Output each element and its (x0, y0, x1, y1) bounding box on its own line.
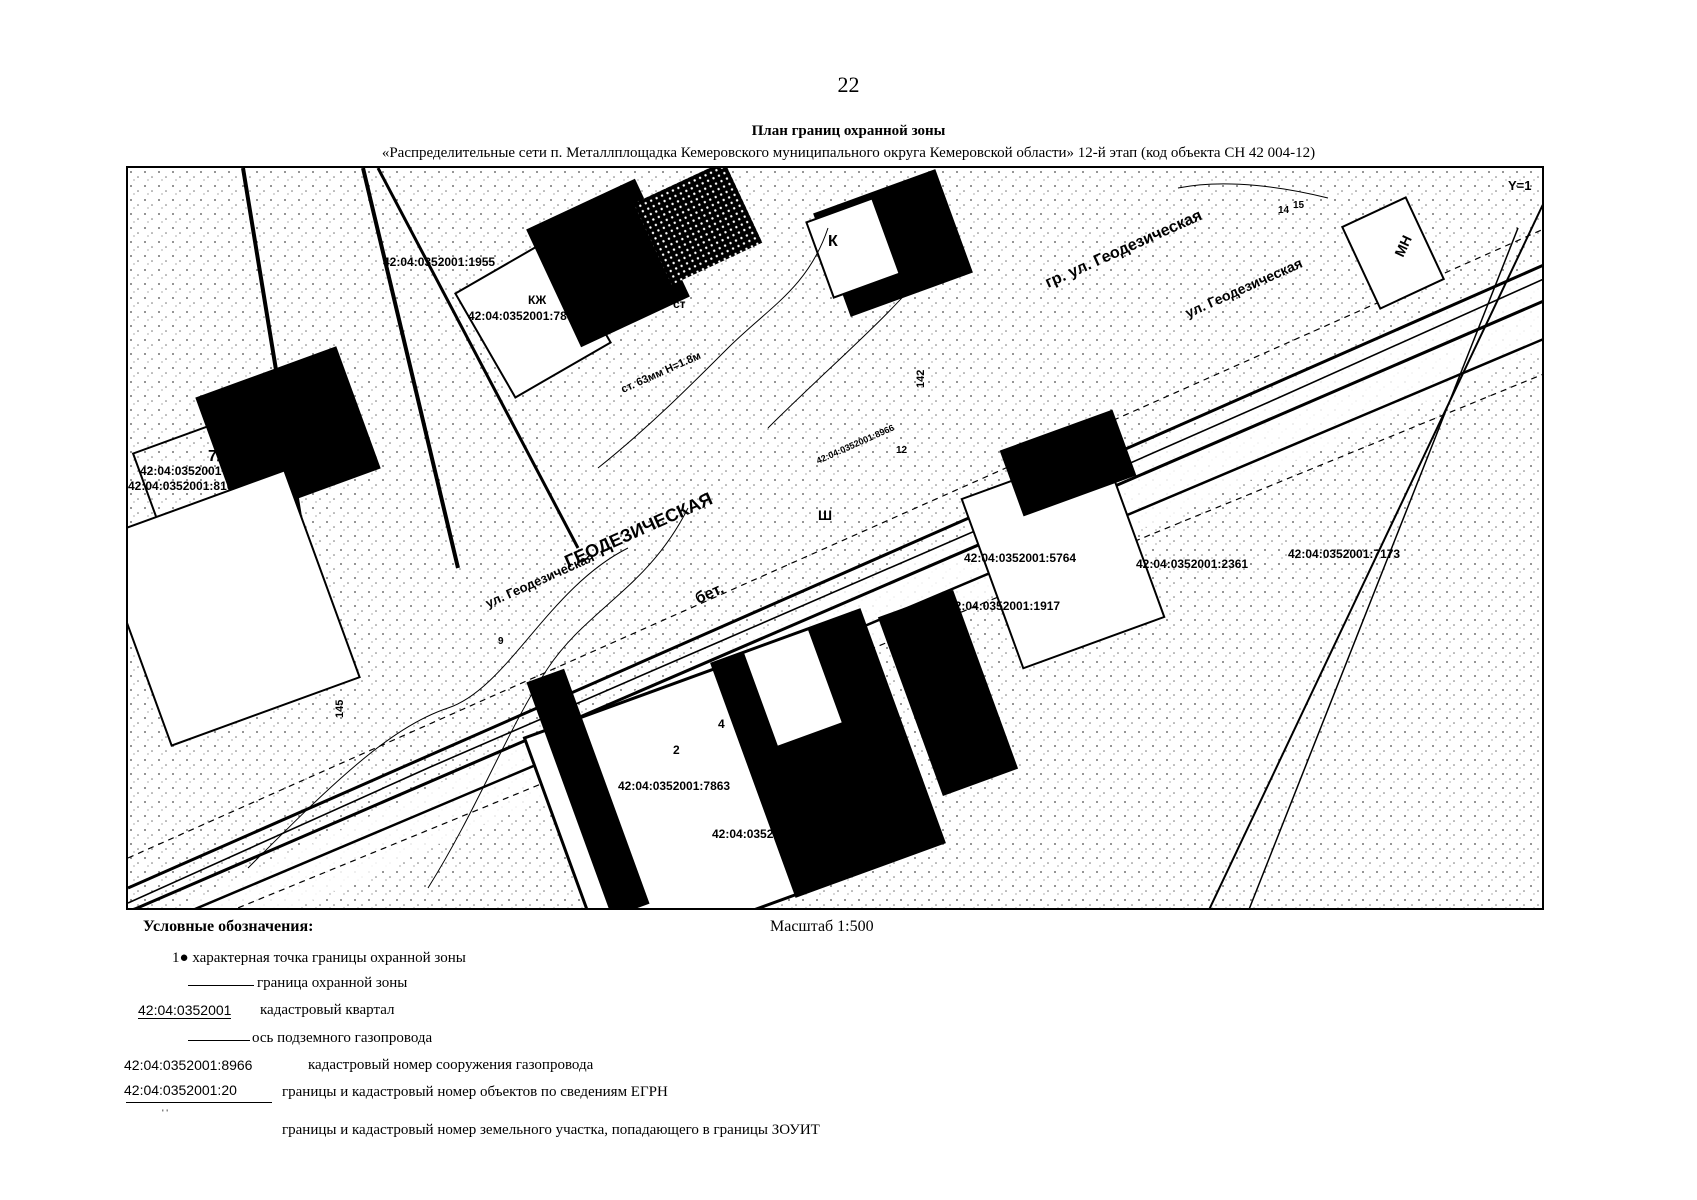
legend-text: кадастровый квартал (260, 1002, 395, 1018)
legend-item-land-plot: границы и кадастровый номер земельного у… (282, 1122, 820, 1139)
plan-subtitle: «Распределительные сети п. Металлплощадк… (381, 145, 1316, 161)
boundary-point-icon: ● (179, 950, 189, 966)
cadastral-label: 42:04:0352001:7869 (468, 309, 580, 323)
cadastral-label: 42:04:0352001:1955 (383, 255, 495, 269)
cadastral-label: 42:04:0352001:5764 (964, 551, 1076, 565)
cadastral-label: 42:04:0352001:7863 (618, 779, 730, 793)
cadastral-label: 42:04:0352001:7173 (1288, 547, 1400, 561)
building-label: К (828, 233, 838, 250)
legend-text: границы и кадастровый номер объектов по … (282, 1084, 668, 1100)
point-label: 15 (1293, 200, 1305, 211)
cadastral-label: 42:04:0352001:2361 (1136, 557, 1248, 571)
land-plot-boundary-icon: ' ' (162, 1108, 168, 1118)
legend-item-egrn-object: границы и кадастровый номер объектов по … (282, 1084, 668, 1101)
building-label: 4 (718, 717, 725, 731)
legend-item-boundary-point: 1● характерная точка границы охранной зо… (172, 950, 466, 967)
legend-title: Условные обозначения: (143, 918, 314, 935)
legend-item-zone-boundary: граница охранной зоны (257, 975, 407, 992)
cadastral-label: 42:04:0352001 (140, 464, 222, 478)
building-label: 7/1 (208, 448, 230, 465)
page-number: 22 (837, 72, 860, 97)
legend-symbol-point-number: 1 (172, 950, 180, 966)
legend-symbol-egrn-object: 42:04:0352001:20 (124, 1082, 237, 1098)
plan-title: План границ охранной зоны (751, 123, 946, 139)
legend-symbol-pipeline-number: 42:04:0352001:8966 (124, 1057, 253, 1073)
legend-item-pipeline-number: кадастровый номер сооружения газопровода (308, 1057, 593, 1074)
cadastral-label: 42:04:0352001:1915 (712, 827, 824, 841)
legend-text: границы и кадастровый номер земельного у… (282, 1122, 820, 1138)
legend-text: ось подземного газопровода (252, 1030, 433, 1046)
legend-symbol-cadastral-quarter: 42:04:0352001 (138, 1002, 232, 1019)
buildings (128, 168, 1446, 908)
cadastral-label: 42:04:0352001:1917 (948, 599, 1060, 613)
building-label: КЖ (788, 663, 810, 679)
cadastral-label: 42:04:0352001:810 (128, 479, 234, 493)
building-label: Ш (818, 507, 832, 523)
grid-mark: 145 (334, 700, 346, 718)
legend-text: характерная точка границы охранной зоны (192, 950, 466, 966)
map-canvas: 42:04:0352001:1955 42:04:0352001:7869 42… (128, 168, 1542, 908)
point-label: 9 (498, 636, 504, 647)
legend-text: кадастровый номер сооружения газопровода (308, 1057, 594, 1073)
legend-item-cadastral-quarter: кадастровый квартал (260, 1002, 395, 1019)
building-label: КЖ (528, 293, 546, 307)
pipeline-axis-line-icon (188, 1040, 250, 1041)
zone-boundary-line-icon (188, 985, 254, 986)
grid-mark: Y=1 (1508, 178, 1532, 193)
road-corridor (128, 229, 1542, 908)
grid-mark: 142 (915, 370, 927, 388)
map-frame[interactable]: 42:04:0352001:1955 42:04:0352001:7869 42… (126, 166, 1544, 910)
legend-item-pipeline-axis: ось подземного газопровода (252, 1030, 432, 1047)
egrn-boundary-line-icon (126, 1102, 272, 1103)
building-label: 2 (673, 743, 680, 757)
contour-lines (247, 183, 1329, 889)
point-label: 14 (1278, 205, 1290, 216)
point-label: 12 (896, 445, 908, 456)
scale-label: Масштаб 1:500 (770, 918, 874, 935)
legend-text: граница охранной зоны (257, 975, 408, 991)
building-label: ст (673, 297, 686, 311)
